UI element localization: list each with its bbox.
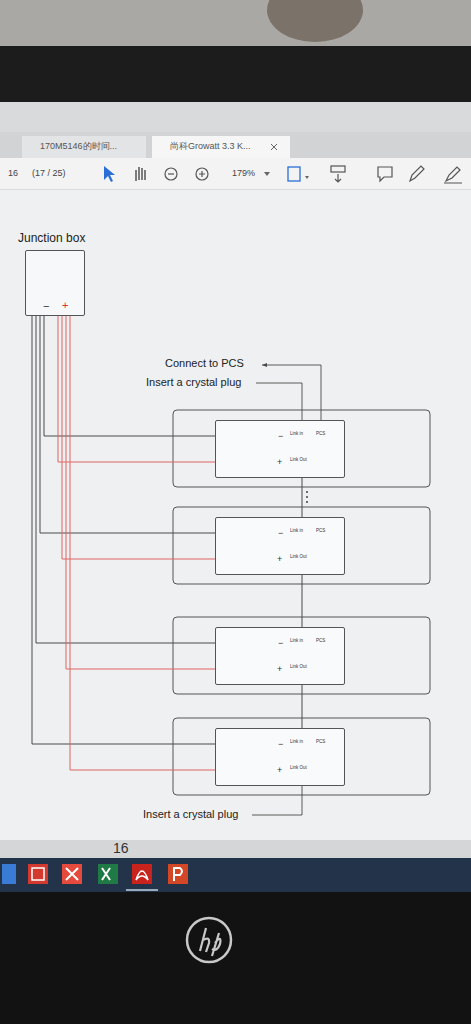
battery-housing — [173, 617, 430, 694]
terminal-label: Link in — [290, 432, 303, 437]
scroll-icon — [335, 174, 341, 182]
continuation-dot — [306, 501, 308, 503]
link-cable — [302, 478, 303, 517]
link-cable — [302, 685, 303, 728]
module-drawings — [37, 259, 430, 815]
tab-title: 尚科Growatt 3.3 K... — [170, 142, 251, 151]
link-cable — [302, 575, 303, 627]
battery-housing — [173, 718, 430, 795]
terminal-label: + — [277, 555, 282, 564]
acrobat-icon — [136, 871, 148, 880]
callout-text: Connect to PCS — [165, 358, 244, 369]
monitor-top-bezel — [0, 46, 471, 102]
battery-housing — [173, 507, 430, 584]
terminal-label: − — [278, 529, 283, 538]
cursor-icon — [104, 166, 115, 182]
active-tab — [152, 136, 290, 158]
terminal-label: Link Out — [290, 555, 307, 560]
terminal-label: − — [278, 432, 283, 441]
taskbar-icon — [66, 868, 78, 880]
continuation-dot — [306, 496, 308, 498]
excel-icon — [98, 864, 118, 884]
dropdown-arrow — [305, 176, 309, 179]
excel-icon — [102, 868, 110, 880]
terminal-label: − — [278, 639, 283, 648]
terminal-label: PCS — [316, 639, 325, 644]
hp-logo — [187, 918, 231, 962]
screen — [0, 102, 471, 858]
terminal-label: Link in — [290, 740, 303, 745]
powerpoint-icon — [168, 864, 188, 884]
blurred-head — [267, 0, 363, 42]
sign-icon — [444, 167, 462, 183]
fit-icon — [288, 167, 300, 181]
terminal-label: − — [43, 301, 49, 312]
continuation-dot — [306, 491, 308, 493]
page-count: (17 / 25) — [32, 169, 66, 178]
acrobat-icon — [132, 864, 152, 884]
terminal-label: Link in — [290, 529, 303, 534]
leader-line — [256, 383, 302, 420]
tab — [22, 136, 146, 158]
taskbar-icon — [28, 864, 48, 884]
callout-text: Insert a crystal plug — [143, 809, 238, 820]
zoom-in-icon — [199, 171, 205, 177]
tab-title: 170M5146的时间... — [40, 142, 117, 151]
terminal-label: Link Out — [290, 665, 307, 670]
power-cable — [58, 316, 215, 462]
close-icon — [271, 144, 277, 150]
zoom-in-icon — [196, 168, 208, 180]
page-number: 16 — [8, 169, 18, 178]
toolbar — [0, 158, 471, 189]
page-number: 16 — [113, 841, 129, 855]
taskbar-icon — [2, 864, 16, 884]
taskbar — [0, 858, 471, 892]
terminal-label: + — [277, 458, 282, 467]
zoom-level: 179% — [232, 169, 255, 178]
hp-logo — [200, 928, 220, 956]
comment-icon — [378, 167, 392, 181]
terminal-label: PCS — [316, 432, 325, 437]
terminal-label: PCS — [316, 529, 325, 534]
taskbar-icon — [32, 868, 44, 880]
zoom-out-icon — [168, 173, 174, 174]
pen-icon — [410, 166, 424, 181]
powerpoint-icon — [174, 868, 182, 881]
leader-line — [252, 786, 302, 815]
battery-panel: − + Link in PCS Link Out — [215, 627, 345, 685]
active-indicator — [126, 889, 158, 891]
terminal-label: Link in — [290, 639, 303, 644]
battery-panel: − + Link in PCS Link Out — [215, 420, 345, 478]
tab-bar — [0, 132, 471, 158]
zoom-out-icon — [165, 168, 177, 180]
terminal-label: + — [277, 665, 282, 674]
battery-panel: − + Link in PCS Link Out — [215, 728, 345, 786]
hand-icon — [136, 167, 145, 181]
terminal-label: + — [62, 300, 68, 311]
box-title: Junction box — [18, 232, 85, 244]
terminal-label: + — [277, 766, 282, 775]
dropdown-arrow — [264, 172, 270, 176]
callout-text: Insert a crystal plug — [146, 377, 241, 388]
pdf-page — [0, 190, 471, 840]
battery-housing — [173, 410, 430, 487]
leader-arrow — [262, 363, 267, 367]
taskbar-icon — [62, 864, 82, 884]
terminal-label: − — [278, 740, 283, 749]
battery-panel: − + Link in PCS Link Out — [215, 517, 345, 575]
junction-box: Junction box−+ — [25, 250, 85, 316]
terminal-label: Link Out — [290, 458, 307, 463]
wall — [0, 0, 471, 46]
page-gap — [0, 840, 471, 858]
power-cable — [62, 316, 215, 559]
terminal-label: Link Out — [290, 766, 307, 771]
terminal-label: PCS — [316, 740, 325, 745]
scroll-icon — [331, 166, 345, 172]
